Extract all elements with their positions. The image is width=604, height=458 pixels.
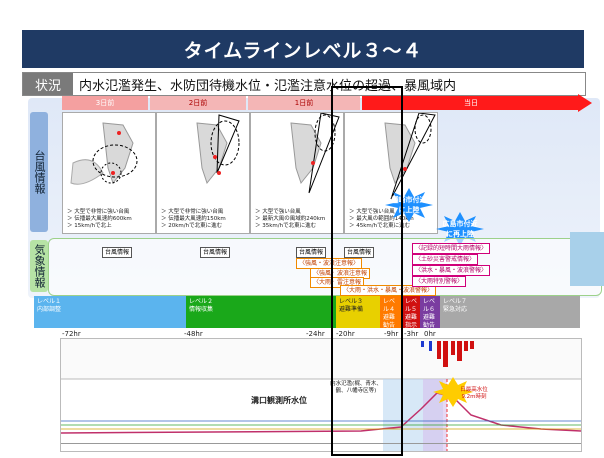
weather-chip: 台風情報 <box>296 247 327 258</box>
tick-label: 0hr <box>424 330 436 338</box>
panel-note: ＞ 最新大風の風域約240km <box>255 216 326 222</box>
weather-band-endcap <box>570 232 604 286</box>
timeline-arrowhead <box>578 94 592 112</box>
status-text: 内水氾濫発生、水防団待機水位・氾濫注意水位の超過、暴風域内 <box>79 78 457 94</box>
panel-note: ＞ 45km/hで北東に進む <box>349 223 411 229</box>
chart-title: 溝口観測所水位 <box>251 396 307 405</box>
level-sub: 情報収集 <box>189 306 214 313</box>
level-sub: 避難勧告 <box>383 314 396 329</box>
typhoon-map-panel: ＞ 大型で非常に強い台風 ＞ 伝播最大風速約600km ＞ 15km/hで北上 <box>62 112 156 234</box>
level-sub: 避難準備 <box>339 306 364 313</box>
level-name: レベル７ <box>443 298 468 305</box>
typhoon-map-panel: ＞ 大型で非常に強い台風 ＞ 伝播最大風速約150km ＞ 20km/hで北東に… <box>156 112 250 234</box>
level-sub: 避難勧告 <box>423 314 436 329</box>
weather-chip-orange: 〈大雨・洪水・暴風・波浪警報〉 <box>340 285 437 296</box>
weather-chip-magenta: 〈洪水・暴風・波浪警報〉 <box>412 265 491 276</box>
panel-notes: ＞ 大型で非常に強い台風 ＞ 伝播最大風速約150km ＞ 20km/hで北東に… <box>161 209 226 230</box>
panel-note: ＞ 大型で強い台風 <box>349 209 395 215</box>
highlight-frame <box>331 86 403 456</box>
panel-note: ＞ 15km/hで北上 <box>67 223 112 229</box>
timeline-label: 2日前 <box>188 99 208 107</box>
panel-notes: ＞ 大型で強い台風 ＞ 最新大風の風域約240km ＞ 35km/hで北東に進む <box>255 209 325 230</box>
map-illustration <box>290 113 340 194</box>
typhoon-map-panel: ＞ 大型で強い台風 ＞ 最新大風の風域約240km ＞ 35km/hで北東に進む <box>250 112 344 234</box>
weather-chip-orange: 〈大雨〉雷注意報 <box>310 277 365 288</box>
map-illustration <box>196 114 240 185</box>
tick-label: -72hr <box>62 330 81 338</box>
status-label: 状況 <box>23 73 73 95</box>
panel-note: ＞ 伝播最大風速約600km <box>67 216 132 222</box>
tick-label: -20hr <box>336 330 355 338</box>
map-illustration <box>384 113 436 200</box>
chart-inundation-note: 内水氾濫(梶、青木、鶴、八幡寺区等) <box>330 381 382 394</box>
level-name: レベル２ <box>189 298 214 305</box>
timeline-today: 当日 <box>362 96 580 110</box>
timeline-2days: 2日前 <box>150 96 246 110</box>
level-name: レベル６ <box>423 298 436 313</box>
level-name: レベル３ <box>339 298 364 305</box>
relanding-burst-icon <box>436 212 484 246</box>
landfall-burst-text: 種崎市付近に上陸 <box>391 196 427 214</box>
panel-note: ＞ 35km/hで北東に進む <box>255 223 317 229</box>
level-name: レベル１ <box>37 298 62 305</box>
panel-note: ＞ 大型で強い台風 <box>255 209 301 215</box>
timeline-label: 1日前 <box>294 99 314 107</box>
tick-label: -3hr <box>404 330 419 338</box>
sidebar-typhoon-tab: 台風情報 <box>30 112 48 232</box>
timeline-label: 当日 <box>464 99 478 107</box>
timeline-label: 3日前 <box>95 99 115 107</box>
chart-peak-note: 日最高水位9.2m時刻 <box>460 387 488 400</box>
weather-chip: 台風情報 <box>102 247 133 258</box>
level-name: レベル４ <box>383 298 396 313</box>
panel-note: ＞ 大型で非常に強い台風 <box>67 209 130 215</box>
level-sub: 避難指示 <box>405 314 418 329</box>
tick-label: -24hr <box>306 330 325 338</box>
water-level-chart: 溝口観測所水位 内水氾濫(梶、青木、鶴、八幡寺区等) 日最高水位9.2m時刻 <box>60 338 582 452</box>
landfall-burst-icon <box>385 188 433 222</box>
panel-note: ＞ 20km/hで北東に進む <box>161 223 223 229</box>
panel-notes: ＞ 大型で強い台風 ＞ 最大風の範囲約140km ＞ 45km/hで北東に進む <box>349 209 414 230</box>
water-level-graph <box>60 339 582 451</box>
panel-note: ＞ 伝播最大風速約150km <box>161 216 226 222</box>
map-illustration <box>70 122 138 185</box>
timeline-3days: 3日前 <box>62 96 148 110</box>
relanding-burst-text: 広島市付近に再上陸 <box>442 220 478 238</box>
tick-label: -48hr <box>184 330 203 338</box>
level-name: レベル５ <box>405 298 418 313</box>
panel-notes: ＞ 大型で非常に強い台風 ＞ 伝播最大風速約600km ＞ 15km/hで北上 <box>67 209 132 230</box>
weather-chip-magenta: 〈記録的短時間大雨情報〉 <box>412 243 491 254</box>
weather-chip-magenta: 〈大雨特別警報〉 <box>412 276 467 287</box>
panel-note: ＞ 最大風の範囲約140km <box>349 216 414 222</box>
page-title: タイムラインレベル３～４ <box>22 30 584 68</box>
weather-chip-magenta: 〈土砂災害警戒情報〉 <box>412 254 479 265</box>
weather-chip: 台風情報 <box>344 247 375 258</box>
tick-label: -9hr <box>384 330 399 338</box>
weather-chip: 台風情報 <box>200 247 231 258</box>
level-sub: 緊急対応 <box>443 306 468 313</box>
status-row: 状況 内水氾濫発生、水防団待機水位・氾濫注意水位の超過、暴風域内 <box>22 72 586 96</box>
sidebar-weather-tab: 気象情報 <box>30 240 48 292</box>
panel-note: ＞ 大型で非常に強い台風 <box>161 209 224 215</box>
level-sub: 内部調整 <box>37 306 62 313</box>
